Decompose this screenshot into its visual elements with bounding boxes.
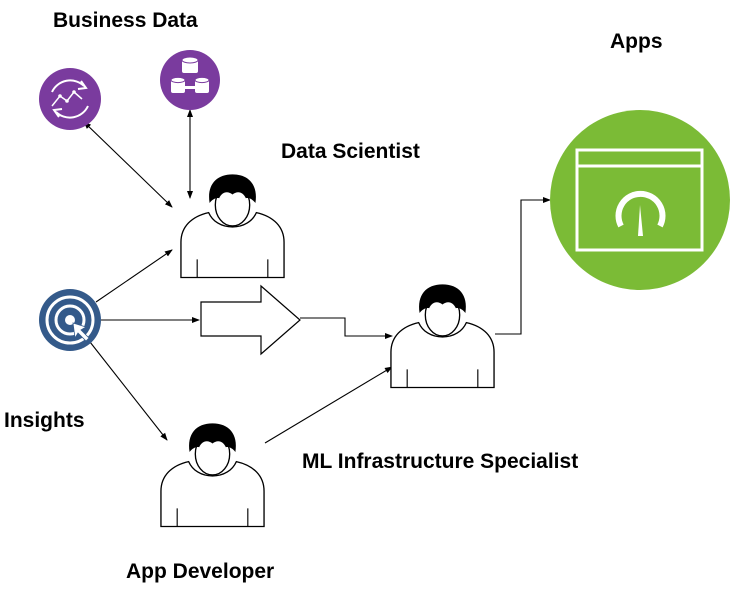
connector-process-mlspecialist [300, 317, 393, 339]
label-insights: Insights [4, 409, 85, 432]
label-apps: Apps [610, 30, 663, 53]
trend-chart-cycle-icon [39, 68, 101, 130]
connector-mlspecialist-apps [495, 197, 551, 335]
database-cluster-icon [160, 50, 220, 110]
dashboard-gauge-icon [550, 110, 730, 290]
process-arrow-icon [200, 284, 301, 356]
person-icon-ml-specialist [390, 283, 495, 389]
label-ml-infrastructure-specialist: ML Infrastructure Specialist [302, 450, 579, 473]
connector-insights-datascientist [95, 249, 173, 303]
label-business-data: Business Data [53, 9, 198, 32]
person-icon-app-developer [160, 422, 265, 528]
label-data-scientist: Data Scientist [281, 140, 420, 163]
connector-analytics-datascientist [83, 121, 173, 208]
connector-insights-appdeveloper [89, 341, 168, 441]
label-app-developer: App Developer [126, 560, 275, 583]
connector-appdeveloper-mlspecialist [264, 366, 393, 444]
connectors [83, 109, 551, 444]
target-cursor-icon [39, 289, 101, 351]
person-icon-data-scientist [180, 173, 285, 279]
